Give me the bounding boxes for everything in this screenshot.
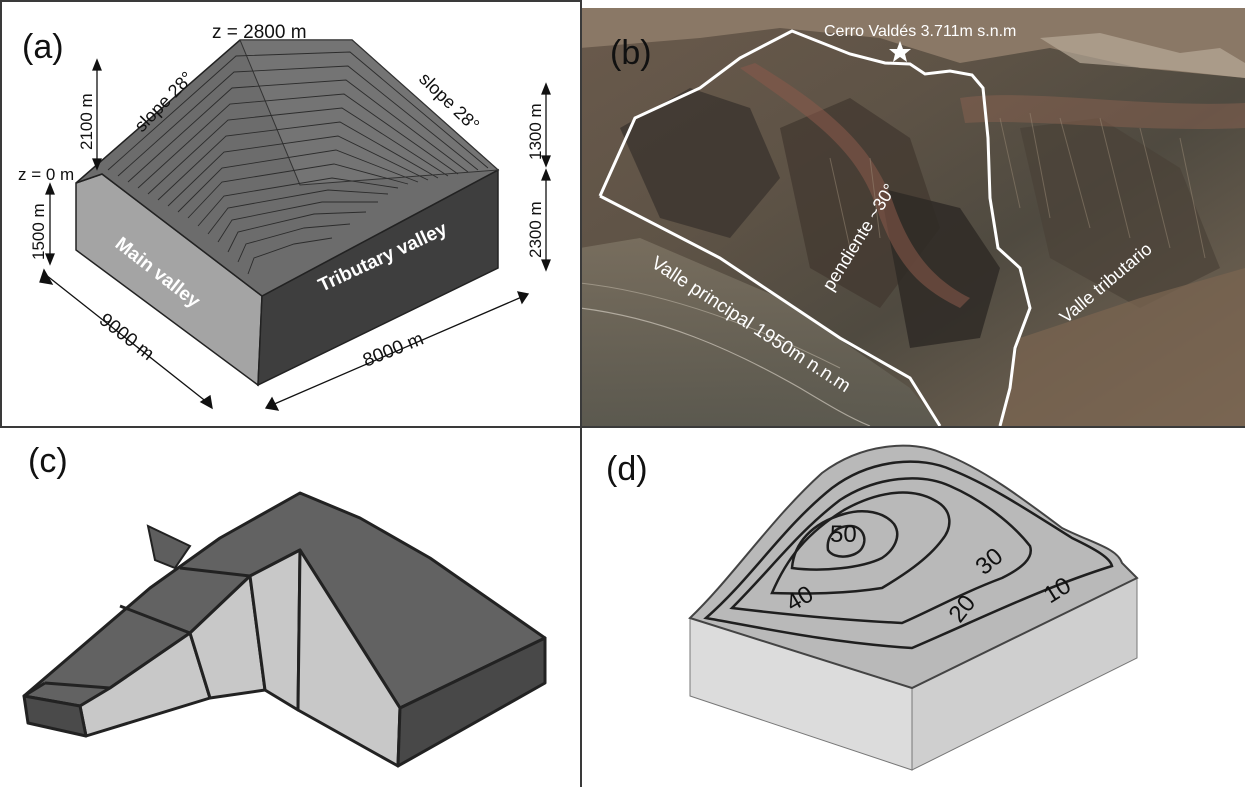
contour-30 xyxy=(770,491,951,595)
ridge-fin xyxy=(146,524,192,570)
panel-b: Cerro Valdés 3.711m s.n.m pendiente ~30°… xyxy=(580,8,1245,426)
front-slab xyxy=(22,694,88,738)
contour-lines xyxy=(107,51,489,275)
lower-right-slope xyxy=(1000,268,1245,426)
panel-d-contour-model: 50 40 30 20 10 xyxy=(688,444,1139,771)
river-line xyxy=(580,307,871,426)
divider-vertical xyxy=(580,0,582,787)
panel-a-dim-1300: 1300 m xyxy=(526,103,545,160)
mountain-upper-plane xyxy=(239,39,500,186)
panel-c-valley-model xyxy=(22,491,547,768)
frame-left xyxy=(0,0,2,426)
dimension-arrows xyxy=(39,58,551,411)
road-line xyxy=(580,282,841,369)
panel-b-label: (b) xyxy=(610,34,652,72)
break-lines xyxy=(23,566,251,698)
contour-lines xyxy=(703,460,1114,650)
panel-a: z = 2800 m z = 0 m slope 28° slope 28° 2… xyxy=(0,0,580,425)
panel-a-top-elevation: z = 2800 m xyxy=(212,22,307,43)
contour-label-50: 50 xyxy=(830,521,857,548)
study-area-outline xyxy=(598,29,1032,426)
peak-star-icon xyxy=(889,41,911,62)
panel-c: (c) xyxy=(0,428,580,787)
panel-a-label: (a) xyxy=(22,28,64,66)
rock-mass-3 xyxy=(880,188,1000,348)
rock-mass-4 xyxy=(1020,118,1220,308)
gully-streaks xyxy=(829,112,1206,259)
side-face-right xyxy=(396,636,547,768)
panel-a-dim-2300: 2300 m xyxy=(526,201,545,258)
panel-b-aerial-image: Cerro Valdés 3.711m s.n.m pendiente ~30°… xyxy=(580,8,1245,426)
contour-10 xyxy=(703,460,1114,650)
panel-d: 50 40 30 20 10 (d) xyxy=(582,428,1245,787)
frame-top xyxy=(0,0,580,2)
panel-a-dim-2100: 2100 m xyxy=(77,93,96,150)
divider-horizontal xyxy=(0,426,1245,428)
panel-a-block-diagram: z = 2800 m z = 0 m slope 28° slope 28° 2… xyxy=(18,22,551,411)
panel-a-width-8000: 8000 m xyxy=(360,328,427,371)
snow-patch xyxy=(1040,33,1245,78)
panel-d-label: (d) xyxy=(606,450,648,488)
rock-mass-1 xyxy=(620,88,780,238)
red-rock-band xyxy=(740,63,970,308)
panel-a-dim-1500: 1500 m xyxy=(29,203,48,260)
panel-c-label: (c) xyxy=(28,442,68,480)
contour-50 xyxy=(826,524,866,558)
panel-a-width-9000: 9000 m xyxy=(95,309,158,365)
distant-ridge xyxy=(580,8,1245,78)
contour-40 xyxy=(790,510,899,571)
panel-b-peak-label: Cerro Valdés 3.711m s.n.m xyxy=(824,23,1016,40)
main-valley-outline xyxy=(599,194,942,426)
contour-20 xyxy=(729,477,1033,625)
panel-a-base-elevation: z = 0 m xyxy=(18,165,74,184)
